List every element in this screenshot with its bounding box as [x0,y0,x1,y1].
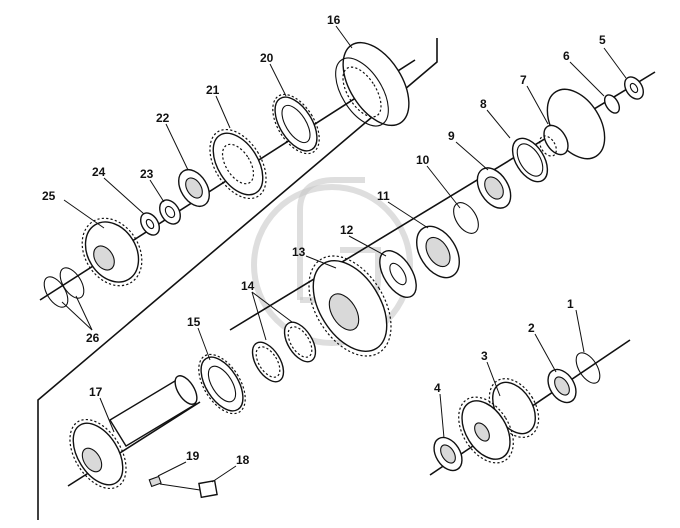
bearing-part-2 [547,368,577,404]
leader-lines [61,25,627,483]
callout-20: 20 [260,51,274,65]
callout-11: 11 [377,189,390,203]
bearing-part-9 [476,167,512,209]
callout-3: 3 [481,349,488,363]
synchro-ring-part-15 [198,353,246,415]
bearing-part-4 [433,436,463,472]
callout-5: 5 [599,33,606,47]
callout-15: 15 [187,315,201,329]
washer-part-12 [379,250,417,298]
snap-rings [43,267,85,308]
callout-21: 21 [206,83,220,97]
cluster-gear-part-3 [458,378,540,464]
snap-ring-part-1 [575,352,601,384]
flange-part-7 [539,88,606,160]
panel-frame [37,38,438,520]
callout-22: 22 [156,111,170,125]
sleeve-part-16 [335,41,410,127]
seal-part-8 [511,137,549,183]
gear-part-13 [308,255,392,357]
callout-16: 16 [327,13,341,27]
washer-part-6 [603,94,621,114]
callout-6: 6 [563,49,570,63]
key-part-18 [198,479,218,499]
nut-part-5 [624,76,644,100]
callout-26: 26 [86,331,100,345]
needle-bearings-part-14 [251,321,317,383]
callout-7: 7 [520,73,527,87]
callout-19: 19 [186,449,200,463]
mainshaft-part-17 [67,375,201,490]
callout-13: 13 [292,245,306,259]
snap-ring-part-10 [453,202,479,234]
callout-4: 4 [434,381,441,395]
gear-part-25 [81,217,143,287]
bearing-part-22 [178,168,210,208]
callout-17: 17 [89,385,103,399]
gear-part-21 [209,128,267,200]
pin-part-19 [148,475,201,491]
callout-25: 25 [42,189,56,203]
callout-24: 24 [92,165,106,179]
callout-12: 12 [340,223,354,237]
spacer-part-23 [159,199,181,225]
callout-9: 9 [448,129,455,143]
callout-labels: 1 2 3 4 5 6 7 8 9 10 11 12 13 14 15 16 1… [42,13,606,467]
callout-1: 1 [567,297,574,311]
synchro-ring-part-20 [272,93,320,155]
callout-8: 8 [480,97,487,111]
callout-2: 2 [528,321,535,335]
callout-10: 10 [416,153,430,167]
washer-part-24 [140,212,160,236]
bearing-part-11 [416,225,460,279]
callout-14: 14 [241,279,255,293]
callout-18: 18 [236,453,250,467]
callout-23: 23 [140,167,154,181]
